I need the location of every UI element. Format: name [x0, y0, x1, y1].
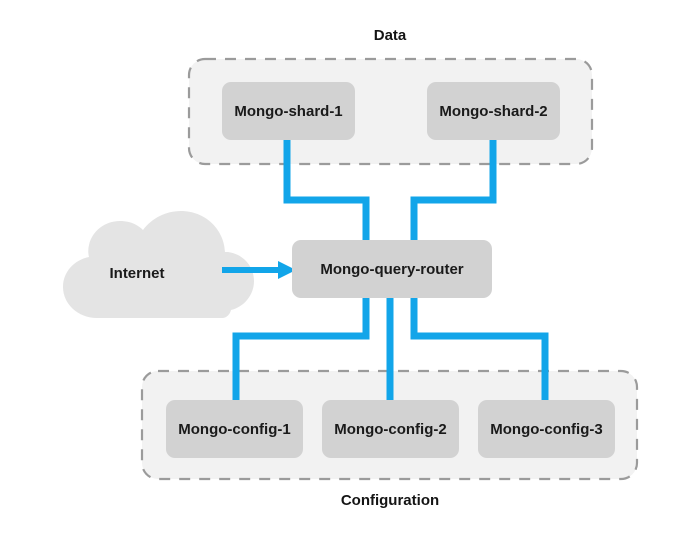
internet-cloud: Internet [63, 211, 254, 318]
internet-label: Internet [109, 265, 164, 282]
connector-layer [232, 136, 549, 404]
node-mongo-config-2-label: Mongo-config-2 [334, 421, 446, 438]
node-mongo-query-router-label: Mongo-query-router [320, 261, 463, 278]
node-mongo-shard-2-label: Mongo-shard-2 [439, 103, 547, 120]
node-mongo-query-router[interactable]: Mongo-query-router [292, 240, 492, 298]
node-mongo-config-3-box[interactable] [478, 400, 615, 458]
node-mongo-config-2[interactable]: Mongo-config-2 [322, 400, 459, 458]
connector-shard1-to-router [283, 136, 370, 244]
node-mongo-config-1-label: Mongo-config-1 [178, 421, 290, 438]
configuration-group-title: Configuration [341, 492, 439, 509]
connector-internet-to-router [222, 261, 296, 279]
node-mongo-shard-1-box[interactable] [222, 82, 355, 140]
arrow-head-icon [278, 261, 296, 279]
node-mongo-config-1[interactable]: Mongo-config-1 [166, 400, 303, 458]
node-mongo-config-3[interactable]: Mongo-config-3 [478, 400, 615, 458]
node-mongo-config-2-box[interactable] [322, 400, 459, 458]
node-mongo-query-router-box[interactable] [292, 240, 492, 298]
node-mongo-config-1-box[interactable] [166, 400, 303, 458]
node-mongo-shard-2-box[interactable] [427, 82, 560, 140]
connector-router-to-config3 [410, 295, 549, 404]
connector-shard2-to-router [410, 136, 497, 244]
node-mongo-shard-1[interactable]: Mongo-shard-1 [222, 82, 355, 140]
node-mongo-shard-2[interactable]: Mongo-shard-2 [427, 82, 560, 140]
cloud-icon [63, 211, 254, 318]
data-group-title: Data [374, 27, 407, 44]
node-mongo-config-3-label: Mongo-config-3 [490, 421, 602, 438]
node-mongo-shard-1-label: Mongo-shard-1 [234, 103, 342, 120]
connector-router-to-config1 [232, 295, 370, 404]
